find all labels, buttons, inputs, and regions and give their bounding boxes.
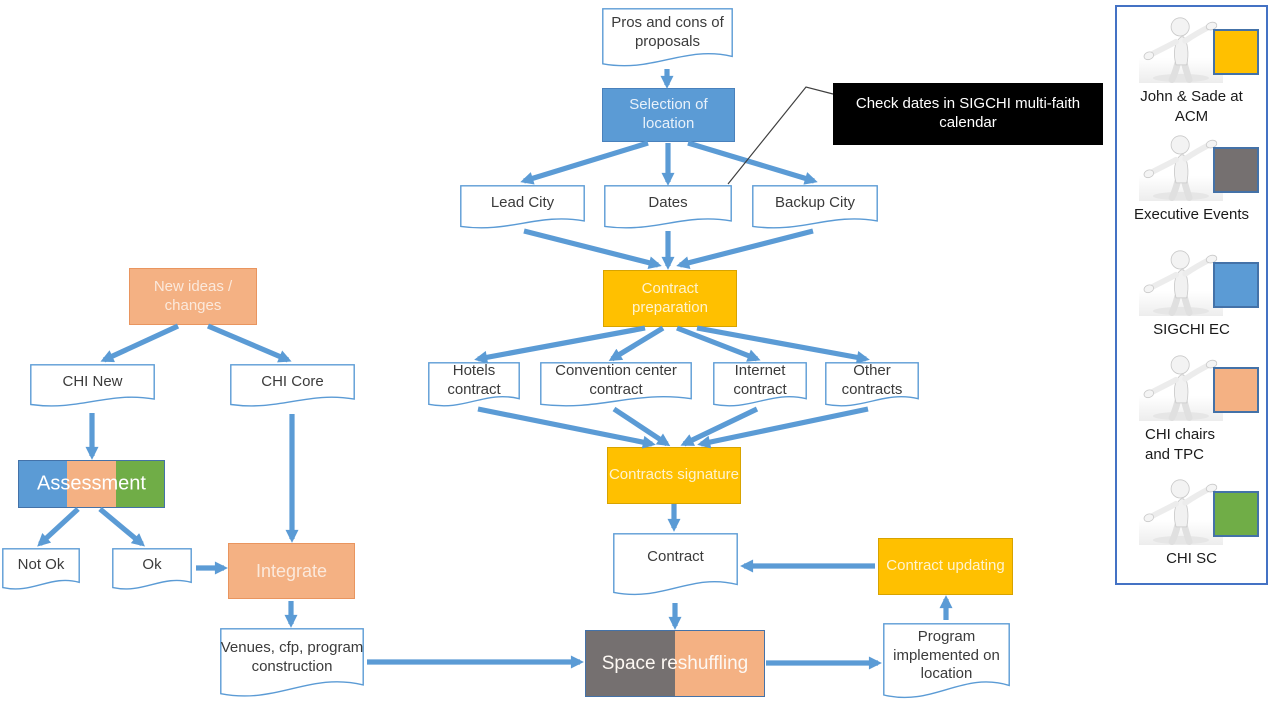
- node-label: Internet contract: [733, 362, 787, 398]
- node-contract[interactable]: Contract: [613, 533, 738, 599]
- legend-color-swatch: [1213, 491, 1259, 537]
- node-label: Hotels contract: [447, 362, 501, 398]
- legend-color-swatch: [1213, 29, 1259, 75]
- person-icon: [1139, 17, 1223, 83]
- node-label: Contract preparation: [632, 279, 708, 316]
- node-label: Backup City: [774, 194, 856, 212]
- node-integrate[interactable]: Integrate: [228, 543, 355, 599]
- node-label: CHI Core: [261, 372, 324, 390]
- space-segment-gray: [586, 631, 675, 696]
- legend-panel: John & Sade at ACM Executive Events: [1115, 5, 1268, 585]
- person-icon: [1139, 479, 1223, 545]
- person-icon: [1139, 355, 1223, 421]
- node-label: Program implemented on location: [893, 627, 1000, 683]
- node-ok[interactable]: Ok: [112, 548, 192, 592]
- node-contract-updating[interactable]: Contract updating: [878, 538, 1013, 595]
- node-chi-core[interactable]: CHI Core: [230, 364, 355, 409]
- node-internet-contract[interactable]: Internet contract: [713, 362, 807, 409]
- node-contracts-signature[interactable]: Contracts signature: [607, 447, 741, 504]
- space-segment-orange: [675, 631, 764, 696]
- node-other-contracts[interactable]: Other contracts: [825, 362, 919, 409]
- node-label: Selection of location: [629, 96, 708, 132]
- node-pros-and-cons[interactable]: Pros and cons of proposals: [602, 8, 733, 70]
- node-label: Ok: [142, 556, 162, 574]
- legend-item-label: CHI SC: [1166, 550, 1217, 567]
- legend-color-swatch: [1213, 147, 1259, 193]
- node-label: Contract: [647, 547, 704, 565]
- node-dates[interactable]: Dates: [604, 185, 732, 231]
- person-icon: [1139, 135, 1223, 201]
- legend-item-label: SIGCHI EC: [1153, 321, 1230, 338]
- node-label: Assessment: [37, 472, 146, 495]
- person-icon: [1139, 250, 1223, 316]
- node-not-ok[interactable]: Not Ok: [2, 548, 80, 592]
- legend-color-swatch: [1213, 262, 1259, 308]
- node-program-implemented-on-location[interactable]: Program implemented on location: [883, 623, 1010, 703]
- node-hotels-contract[interactable]: Hotels contract: [428, 362, 520, 409]
- node-convention-center-contract[interactable]: Convention center contract: [540, 362, 692, 409]
- node-contract-preparation[interactable]: Contract preparation: [603, 270, 737, 327]
- node-lead-city[interactable]: Lead City: [460, 185, 585, 231]
- node-label: Convention center contract: [555, 362, 677, 398]
- node-new-ideas-changes[interactable]: New ideas / changes: [129, 268, 257, 325]
- assessment-segment-orange: [67, 461, 116, 507]
- node-label: Pros and cons of proposals: [611, 14, 724, 50]
- node-space-reshuffling[interactable]: Space reshuffling: [585, 630, 765, 697]
- assessment-segment-blue: [19, 461, 68, 507]
- node-venues-cfp-program-construction[interactable]: Venues, cfp, program construction: [220, 628, 364, 701]
- node-assessment[interactable]: Assessment: [18, 460, 165, 508]
- node-label: Venues, cfp, program construction: [220, 639, 364, 675]
- node-label: Other contracts: [841, 362, 903, 398]
- node-label: Not Ok: [17, 556, 65, 574]
- node-label: Space reshuffling: [601, 652, 749, 674]
- callout-check-dates[interactable]: Check dates in SIGCHI multi-faith calend…: [833, 83, 1103, 145]
- node-backup-city[interactable]: Backup City: [752, 185, 878, 231]
- legend-item-label: Executive Events: [1133, 206, 1250, 223]
- legend-item-label: John & Sade at ACM: [1140, 88, 1243, 125]
- node-selection-of-location[interactable]: Selection of location: [602, 88, 735, 142]
- node-label: Contracts signature: [608, 466, 740, 484]
- node-label: CHI New: [62, 372, 123, 390]
- legend-color-swatch: [1213, 367, 1259, 413]
- node-label: Lead City: [490, 194, 555, 212]
- node-chi-new[interactable]: CHI New: [30, 364, 155, 409]
- legend-item-label: CHI chairs and TPC: [1145, 426, 1216, 463]
- assessment-segment-green: [115, 461, 164, 507]
- callout-label: Check dates in SIGCHI multi-faith calend…: [855, 95, 1081, 131]
- node-label: Integrate: [255, 560, 328, 581]
- node-label: Dates: [648, 194, 688, 212]
- node-label: New ideas / changes: [153, 277, 233, 314]
- node-label: Contract updating: [886, 557, 1005, 575]
